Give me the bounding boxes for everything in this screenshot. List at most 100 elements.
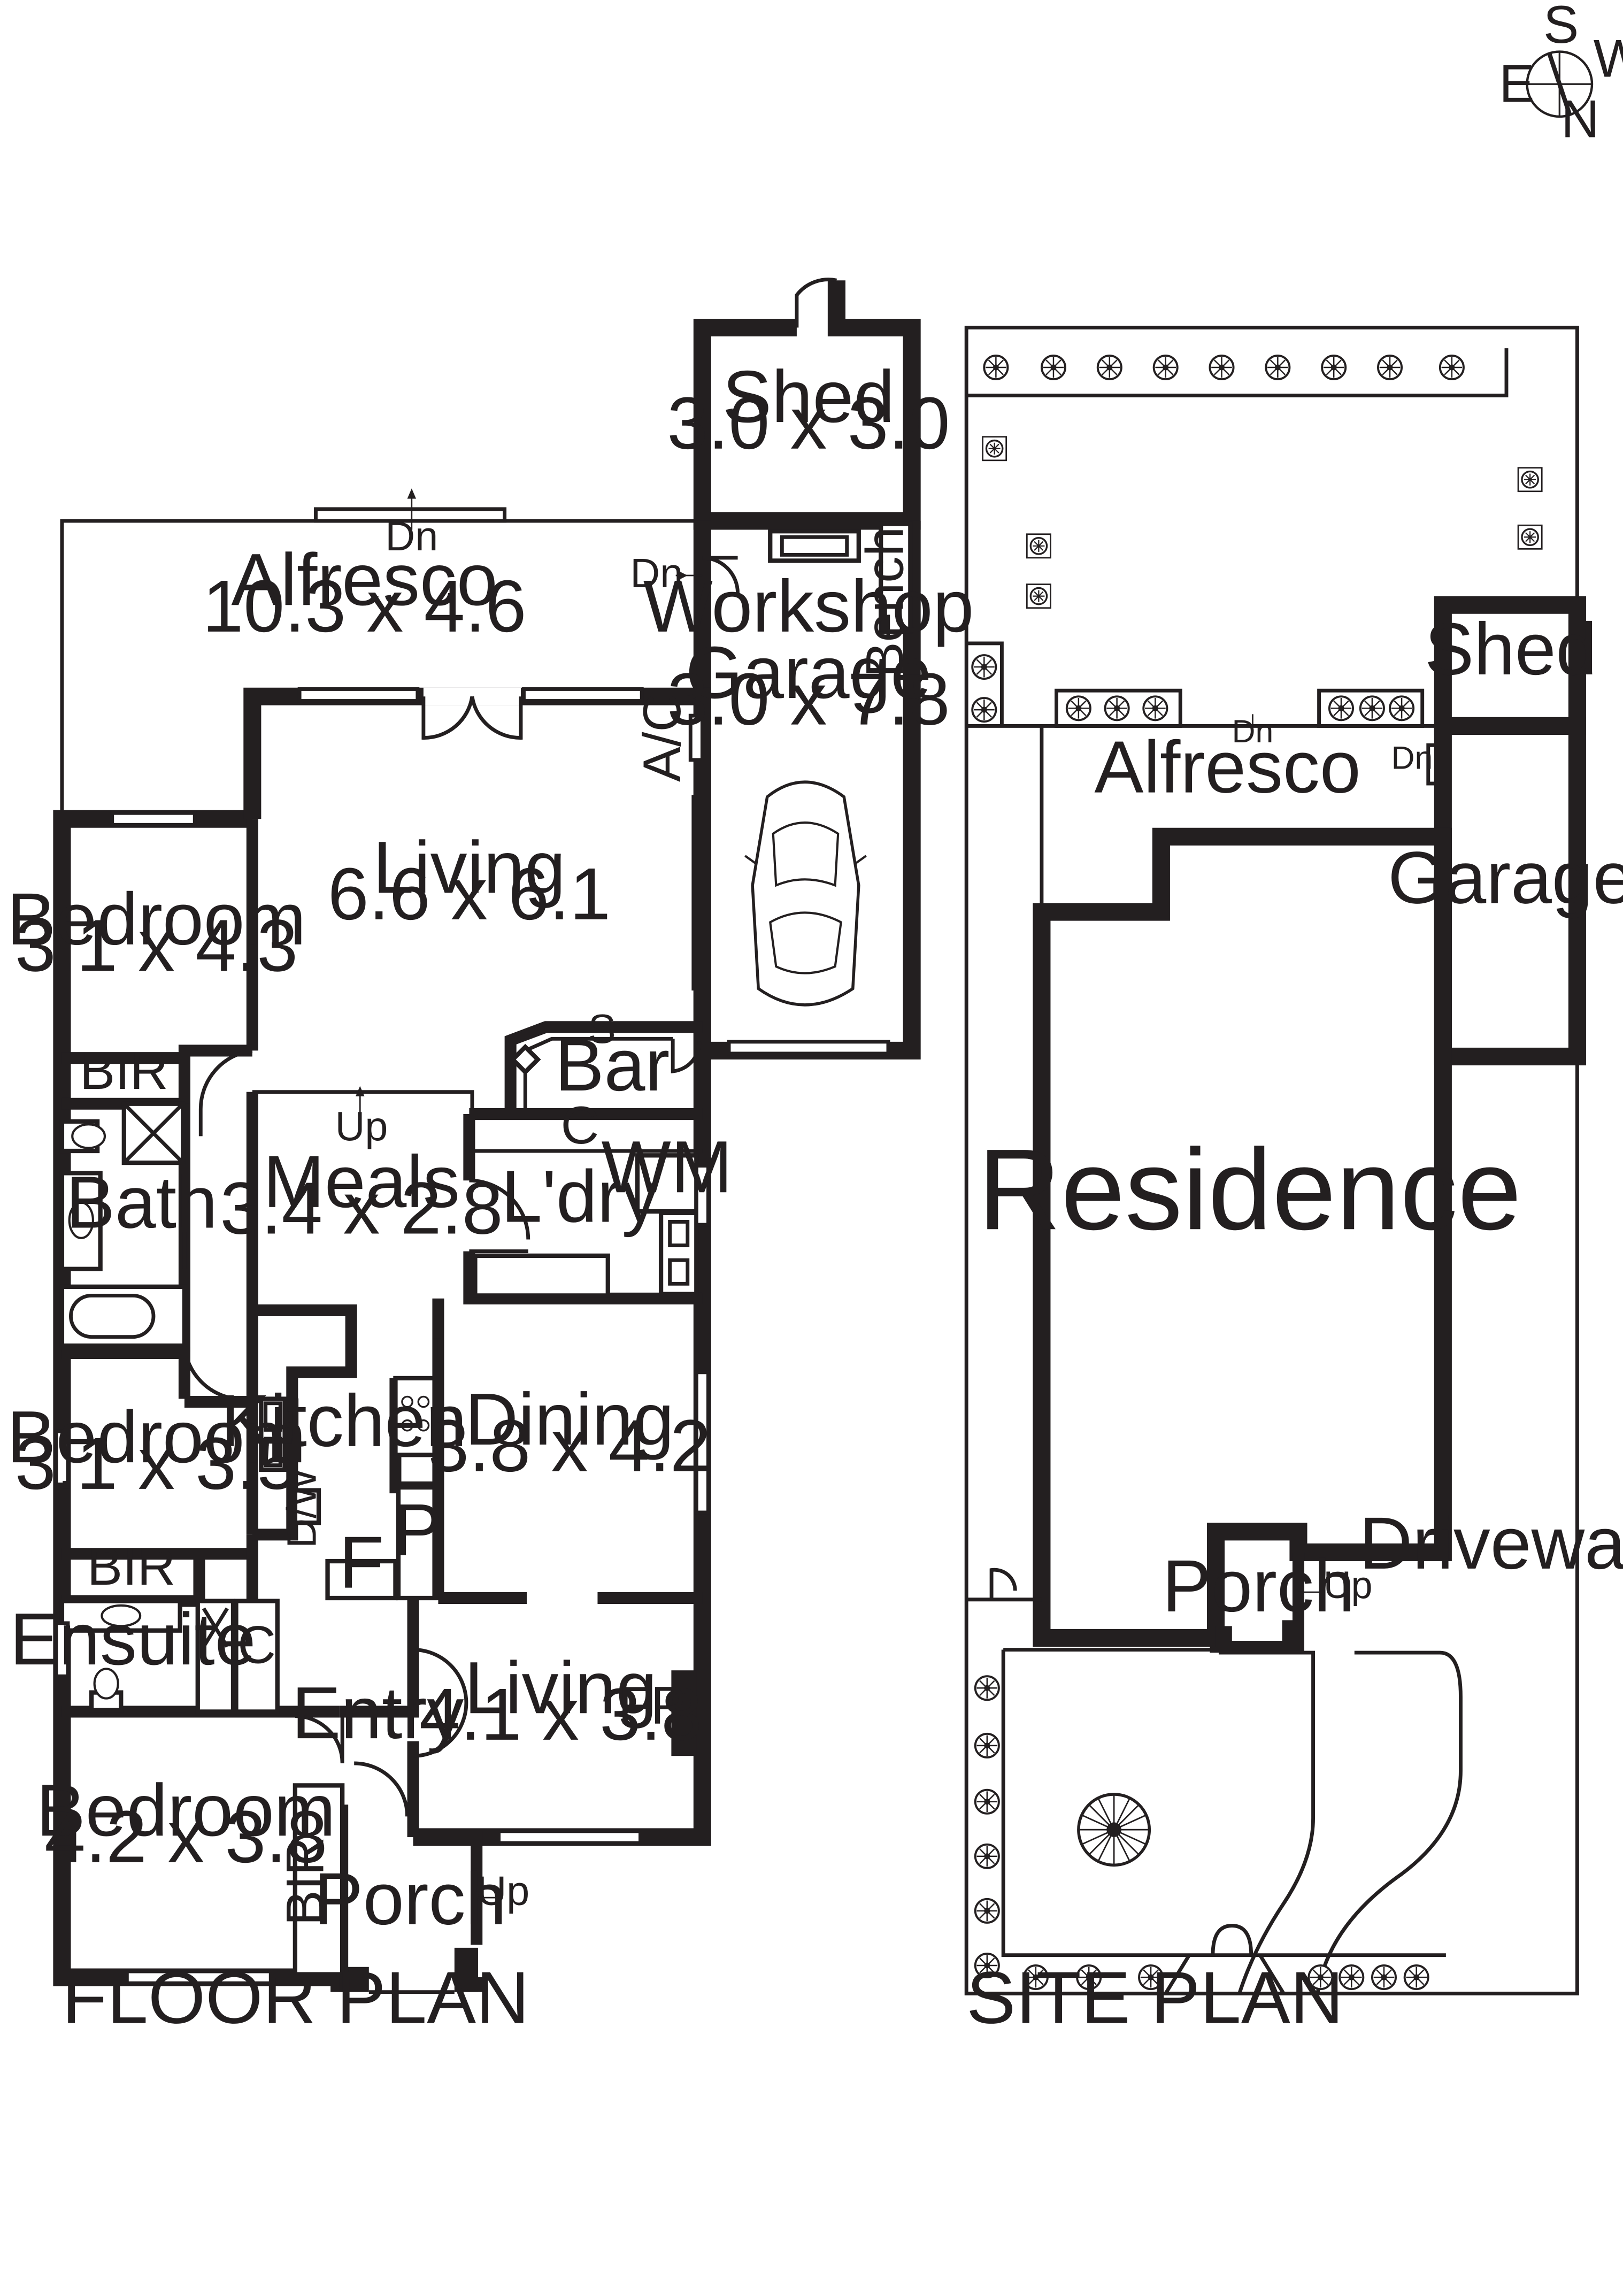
bar-s: S <box>588 1007 616 1053</box>
laundry-tub <box>658 1210 699 1296</box>
front-door-swing <box>354 1761 409 1817</box>
garage-door <box>727 1040 890 1056</box>
dining-window <box>694 1370 710 1515</box>
laundry-wm: WM <box>602 1126 733 1208</box>
tree-icon <box>1065 695 1091 721</box>
ensuite-bath <box>195 1599 236 1714</box>
dining-label: Dining <box>465 1378 674 1461</box>
bedroom-2-size: 3.1 x 3.5 <box>15 1423 298 1505</box>
dining-size: 3.8 x 4.2 <box>428 1405 711 1487</box>
ensuite-window <box>54 1621 70 1678</box>
tree-icon <box>1142 695 1168 721</box>
kitchen-bench-west <box>252 1304 357 1541</box>
laundry-window <box>694 1164 710 1227</box>
alfresco-size: 10.3 x 4.6 <box>203 565 527 648</box>
tree-icon <box>1403 1964 1429 1991</box>
site-plan: Dn Dn <box>964 326 1623 2039</box>
compass: S W E N <box>1499 0 1623 149</box>
tree-icon <box>974 1843 1000 1869</box>
bath-label: Bath <box>66 1161 218 1243</box>
site-garage-label: Garage <box>1388 837 1623 919</box>
bed1-window <box>110 811 197 827</box>
front-window <box>497 1829 642 1845</box>
meals-up: Up <box>335 1104 388 1150</box>
driveway-east <box>1316 1650 1463 1994</box>
ac-label: A/C <box>633 694 692 782</box>
living-front-label: Living <box>464 1647 657 1729</box>
compass-s: S <box>1543 0 1579 55</box>
meals-label: Meals <box>263 1141 460 1223</box>
shed-door-swing <box>795 278 837 328</box>
shrub-icon <box>1517 524 1543 550</box>
fireplace <box>671 1670 697 1756</box>
bed2-window <box>54 1429 70 1487</box>
tree-icon <box>1377 354 1403 380</box>
path-arch <box>1211 1924 1253 1955</box>
garden-bed-right <box>1317 688 1425 728</box>
meals-step <box>252 1090 474 1115</box>
tree-icon <box>1152 354 1179 380</box>
bedroom-2-label: Bedroom <box>7 1396 306 1478</box>
side-gate <box>966 1568 1042 1602</box>
fridge-label: F <box>339 1522 384 1604</box>
living-window-2 <box>522 687 644 703</box>
bedroom-1-bir: BIR <box>80 1041 168 1101</box>
floor-plan: Shed 3.0 x 3.0 Alfresco 10.3 x 4.6 Dn Dn… <box>7 278 974 2039</box>
laundry-label: L'dry <box>501 1155 659 1238</box>
workbench <box>879 521 913 634</box>
site-plan-caption: SITE PLAN <box>966 1957 1343 2039</box>
tree-icon <box>971 697 997 723</box>
living-rear-label: Living <box>373 826 565 909</box>
tree-icon <box>983 354 1009 380</box>
living-rear-size: 6.6 x 6.1 <box>328 853 611 935</box>
bedroom-3-size: 4.2 x 3.8 <box>44 1796 327 1878</box>
compass-needle <box>1547 52 1572 116</box>
tree-icon <box>1328 695 1354 721</box>
rear-garden-bed <box>966 348 1509 397</box>
path-west <box>1218 1650 1316 1994</box>
bedroom-3-label: Bedroom <box>36 1769 336 1852</box>
ensuite-label: Ensuite <box>10 1598 256 1680</box>
garage-size: 3.0 x 7.8 <box>667 658 950 741</box>
meals-size: 3.4 x 2.8 <box>220 1168 503 1250</box>
tree-icon <box>971 654 997 680</box>
bedroom-1-size: 3.1 x 4.3 <box>15 904 298 987</box>
tree-icon <box>974 1788 1000 1815</box>
shrub-icon <box>981 436 1007 462</box>
site-shed-label: Shed <box>1425 608 1597 690</box>
living-front-size: 4.1 x 3.8 <box>419 1673 702 1756</box>
site-porch-label: Porch <box>1162 1545 1355 1627</box>
dishwasher <box>293 1488 321 1525</box>
tree-icon <box>1209 354 1235 380</box>
tree-icon <box>1096 354 1122 380</box>
ensuite-cupboard <box>234 1599 280 1714</box>
bed3-bir <box>293 1783 345 1977</box>
shrub-icon <box>1517 466 1543 493</box>
bench-label: Bench <box>856 527 915 678</box>
alfresco-label: Alfresco <box>231 539 497 621</box>
bedroom-2-bir: BIR <box>87 1537 176 1596</box>
compass-w: W <box>1594 29 1623 88</box>
floor-plan-caption: FLOOR PLAN <box>62 1957 529 2039</box>
alfresco-step <box>314 507 507 523</box>
workshop-label: Workshop <box>643 565 974 648</box>
bed3-window <box>125 1969 276 1985</box>
bar-counter <box>504 1021 703 1115</box>
tree-icon <box>1321 354 1347 380</box>
bedroom-1-label: Bedroom <box>7 878 306 961</box>
bed2-walls <box>61 1347 252 1408</box>
car-icon <box>744 780 867 1007</box>
entry-door-bed3 <box>295 1714 344 1764</box>
tree-icon <box>1389 695 1415 721</box>
site-garage-dn: Dn <box>1391 739 1433 775</box>
feature-tree-icon <box>1077 1793 1151 1867</box>
shed-label: Shed <box>722 356 895 438</box>
ac-unit <box>688 713 704 762</box>
tree-icon <box>974 1898 1000 1924</box>
bedroom-3-bir: BIR <box>275 1837 335 1926</box>
laundry-door-swing <box>469 1178 530 1254</box>
workshop-door <box>702 556 740 594</box>
kitchen-label: Kitchen <box>221 1380 467 1462</box>
shed-size: 3.0 x 3.0 <box>667 382 950 465</box>
shrub-icon <box>1026 533 1052 559</box>
